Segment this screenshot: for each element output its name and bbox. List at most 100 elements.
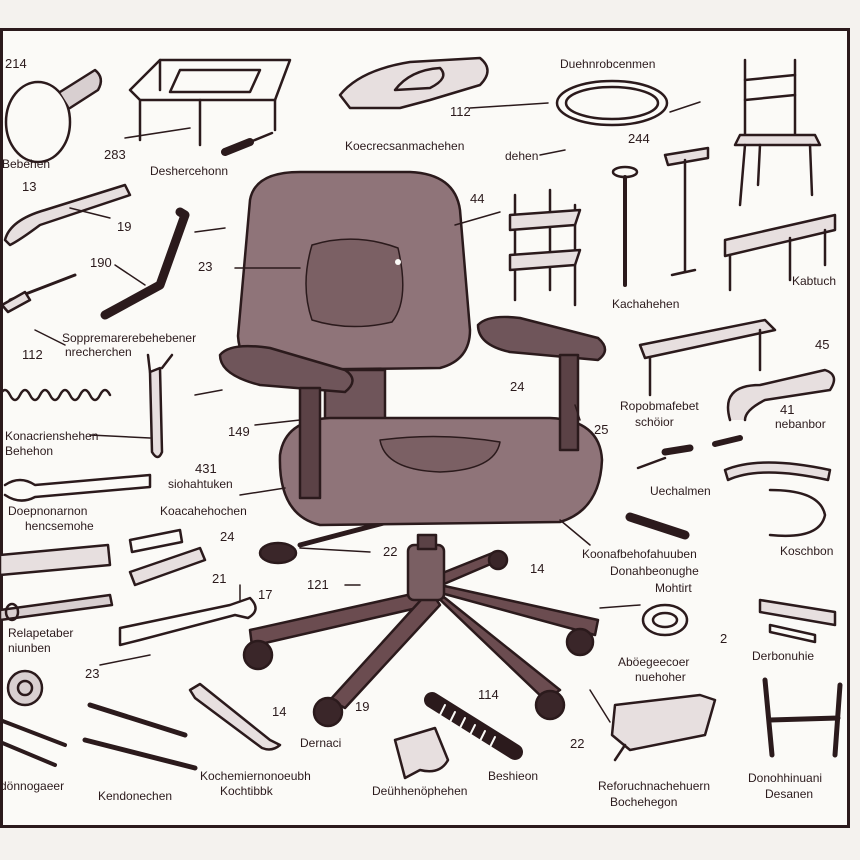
label-14b: 14	[530, 561, 545, 576]
label-ropo-line1: Ropobmafebet	[620, 399, 699, 413]
part-spring	[0, 388, 112, 402]
office-chair	[218, 170, 607, 728]
part-bracket-left	[3, 183, 132, 247]
label-abog-line2: nuehoher	[635, 670, 686, 684]
label-kochem-line2: Kochtibbk	[220, 784, 273, 798]
label-112b: 112	[450, 104, 471, 119]
label-23b: 23	[85, 666, 100, 681]
part-small-bracket	[0, 273, 77, 314]
armrest-right	[476, 315, 607, 362]
part-frame	[128, 58, 292, 147]
label-190: 190	[90, 255, 112, 270]
part-ring-handle	[4, 68, 103, 164]
part-post-2	[663, 146, 710, 277]
part-threaded-rod	[424, 692, 523, 760]
label-22b: 22	[570, 736, 585, 751]
part-washer	[641, 603, 689, 637]
part-small-pins	[625, 435, 743, 540]
label-siohahtuken: siohahtuken	[168, 477, 233, 491]
label-244: 244	[628, 131, 650, 146]
part-post-1	[611, 165, 639, 287]
label-45: 45	[815, 337, 830, 352]
part-wrench-bottom	[188, 682, 282, 751]
label-19b: 19	[355, 699, 370, 714]
label-doep-line1: Doepnonarnon	[8, 504, 88, 518]
label-24a: 24	[220, 529, 235, 544]
part-small-chair	[733, 58, 822, 207]
part-gear	[6, 669, 44, 707]
label-koschbon: Koschbon	[780, 544, 834, 558]
part-bar-left	[0, 543, 114, 622]
part-bent-bar	[723, 461, 832, 537]
label-112a: 112	[22, 347, 43, 362]
label-konac-line1: Konacrienshehen	[5, 429, 99, 443]
label-22a: 22	[383, 544, 398, 559]
label-derbonuhie: Derbonuhie	[752, 649, 815, 663]
label-2: 2	[720, 631, 728, 646]
label-dernaci: Dernaci	[300, 736, 342, 750]
gas-column	[406, 543, 446, 602]
label-abog-line1: Aböegeecoer	[618, 655, 690, 669]
armrest-left	[218, 344, 354, 394]
label-ropo-line2: schöior	[635, 415, 674, 429]
label-doep-line2: hencsemohe	[25, 519, 94, 533]
label-mohtirt: Mohtirt	[655, 581, 692, 595]
part-bracket-right	[638, 318, 777, 397]
part-screwdriver	[221, 131, 274, 156]
part-bench	[723, 213, 837, 292]
label-14a: 14	[272, 704, 287, 719]
label-17: 17	[258, 587, 273, 602]
label-relap-line1: Relapetaber	[8, 626, 74, 640]
label-431: 431	[195, 461, 217, 476]
label-41: 41	[780, 402, 795, 417]
part-cushion-plate	[338, 56, 489, 110]
label-koecrecsanmachehen: Koecrecsanmachehen	[345, 139, 465, 153]
part-wrench-long	[3, 473, 152, 502]
label-koonaf-line2: Donahbeonughe	[610, 564, 699, 578]
label-214: 214	[5, 56, 27, 71]
label-donoh-line1: Donohhinuani	[748, 771, 823, 785]
label-relap-line2: niunben	[8, 641, 51, 655]
label-sopp-line2: nrecherchen	[65, 345, 132, 359]
label-koonaf-line1: Koonafbehofahuuben	[582, 547, 697, 561]
label-24b: 24	[510, 379, 525, 394]
part-rods-bottom-left	[0, 702, 198, 771]
label-44: 44	[470, 191, 485, 206]
part-wrench-mid	[118, 596, 257, 647]
part-h-frame	[762, 677, 843, 758]
label-kendonechen: Kendonechen	[98, 789, 173, 803]
part-ring-top	[555, 79, 669, 127]
label-uechalmen: Uechalmen	[650, 484, 711, 498]
label-kachahehen: Kachahehen	[612, 297, 680, 311]
label-kochem-line1: Kochemiernonoeubh	[200, 769, 311, 783]
height-lever	[258, 541, 298, 565]
label-deshercehonn: Deshercehonn	[150, 164, 229, 178]
part-curved-handle	[726, 368, 836, 422]
label-283: 283	[104, 147, 126, 162]
label-kabtuch: Kabtuch	[792, 274, 837, 288]
label-149: 149	[228, 424, 250, 439]
label-dehen: dehen	[505, 149, 539, 163]
chair-base	[242, 549, 600, 728]
label-nebanbor: nebanbor	[775, 417, 826, 431]
label-bebehen: Bebehen	[2, 157, 51, 171]
part-small-blocks	[128, 528, 207, 587]
label-refor-line1: Reforuchnachehuern	[598, 779, 711, 793]
label-114: 114	[478, 687, 499, 702]
label-121: 121	[307, 577, 329, 592]
label-dohnogaeer: dönnogaeer	[0, 779, 65, 793]
label-donoh-line2: Desanen	[765, 787, 814, 801]
label-refor-line2: Bochehegon	[610, 795, 678, 809]
label-konac-line2: Behehon	[5, 444, 54, 458]
label-duehnrobcenmen: Duehnrobcenmen	[560, 57, 656, 71]
label-25: 25	[594, 422, 609, 437]
part-clamp	[610, 693, 717, 762]
label-sopp-line1: Soppremarerebehebener	[62, 331, 197, 345]
label-19: 19	[117, 219, 132, 234]
label-deuhhen: Deühhenöphehen	[372, 784, 468, 798]
leader-lines	[34, 101, 701, 723]
label-23a: 23	[198, 259, 213, 274]
part-rails	[758, 598, 837, 644]
